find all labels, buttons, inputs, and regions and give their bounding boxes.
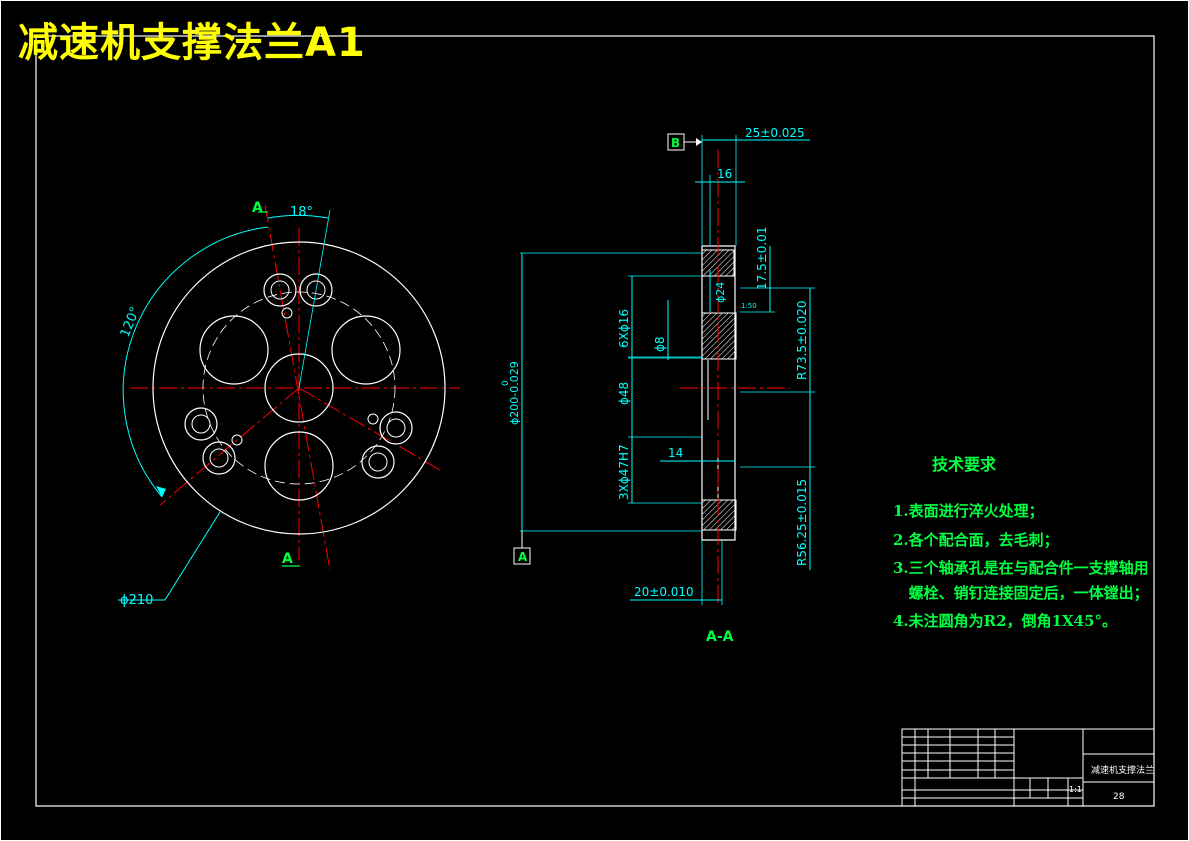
pin-hole-3 [367,413,379,425]
section-aa-label: A-A [706,629,734,645]
angle-120-label: 120° [118,305,144,340]
angle-18-label: 18° [290,205,313,220]
tech-requirement-3b: 螺栓、销钉连接固定后，一体镗出； [893,584,1149,602]
dim-3xd47-label: 3Xϕ47H7 [617,444,631,500]
bearing-hole-1 [199,315,269,385]
section-mark-bottom: A [282,551,293,567]
dim-d200-up: 0 [501,380,511,386]
bolt-hole-1a-inner [270,280,290,300]
bolt-hole-2b [202,441,236,475]
dim-25-label: 25±0.025 [745,126,805,140]
angle-120-arrow [156,486,166,497]
front-centerline-diag3 [298,387,441,471]
tech-requirements-heading: 技术要求 [932,455,997,474]
front-centerline-diag [264,204,331,571]
datum-b-arrow [696,138,702,146]
dim-r73-label: R73.5±0.020 [795,301,809,380]
dim-14-label: 14 [668,446,683,460]
tb-part-name: 减速机支撑法兰 [1091,764,1154,776]
dim-d48-label: ϕ48 [617,382,631,405]
dim-16h-label: 16 [717,167,732,181]
bearing-hole-3 [264,431,334,501]
bolt-hole-3b-inner [368,452,388,472]
datum-b-label: B [671,136,680,150]
bearing-hole-2 [331,315,401,385]
dim-r56-label: R56.25±0.015 [795,479,809,566]
dim-d8-label: ϕ8 [653,336,667,352]
section-mark-top: A [252,200,263,216]
tb-scale: 1:1 [1069,785,1082,794]
bolt-circle [202,291,396,485]
bolt-hole-1b [299,273,333,307]
title-block-frame [901,728,1155,807]
dia-210-leader [164,511,221,601]
dia-210-label: ϕ210 [120,593,153,608]
tech-requirement-1: 1.表面进行淬火处理； [893,502,1044,520]
section-outline [701,245,736,541]
bolt-hole-3a-inner [386,418,406,438]
section-hatch-mid [701,312,737,360]
flange-outer-circle [152,241,446,535]
angle-18-ext [298,209,331,389]
title-block: 减速机支撑法兰 1:1 28 [901,728,1155,807]
bolt-hole-1b-inner [306,280,326,300]
tb-sheet-no: 28 [1113,792,1125,802]
section-hatch-bot [701,499,737,531]
dim-1-50-label: 1:50 [741,302,757,310]
angle-18-arc [267,214,329,219]
section-view: B A 25±0.025 16 17.5±0.01 ϕ24 1:50 6Xϕ16… [501,126,815,645]
datum-a-label: A [518,550,528,564]
drawing-title: 减速机支撑法兰A1 [18,20,366,66]
tech-requirement-4: 4.未注圆角为R2，倒角1X45°。 [893,612,1118,630]
pin-hole-1 [281,307,293,319]
front-view: 120° 18° A A ϕ210 [118,200,460,608]
tech-requirement-3: 3.三个轴承孔是在与配合件一支撑轴用 [893,559,1149,577]
dim-6xd16-label: 6Xϕ16 [617,309,631,348]
bolt-hole-3b [361,445,395,479]
dim-17-5-label: 17.5±0.01 [755,227,769,291]
tech-requirement-2: 2.各个配合面，去毛刺； [893,531,1059,549]
bolt-hole-2a-inner [191,414,211,434]
inner-frame [35,35,1155,807]
dim-20-label: 20±0.010 [634,585,694,599]
pin-hole-2 [231,434,243,446]
bolt-hole-2b-inner [209,448,229,468]
bolt-hole-1a [263,273,297,307]
center-bore [264,353,334,423]
bolt-hole-2a [184,407,218,441]
dim-d200-label: ϕ200-0.029 [508,361,521,425]
bolt-hole-3a [379,411,413,445]
angle-120-arc [122,226,269,498]
dim-d24-label: ϕ24 [714,282,727,303]
